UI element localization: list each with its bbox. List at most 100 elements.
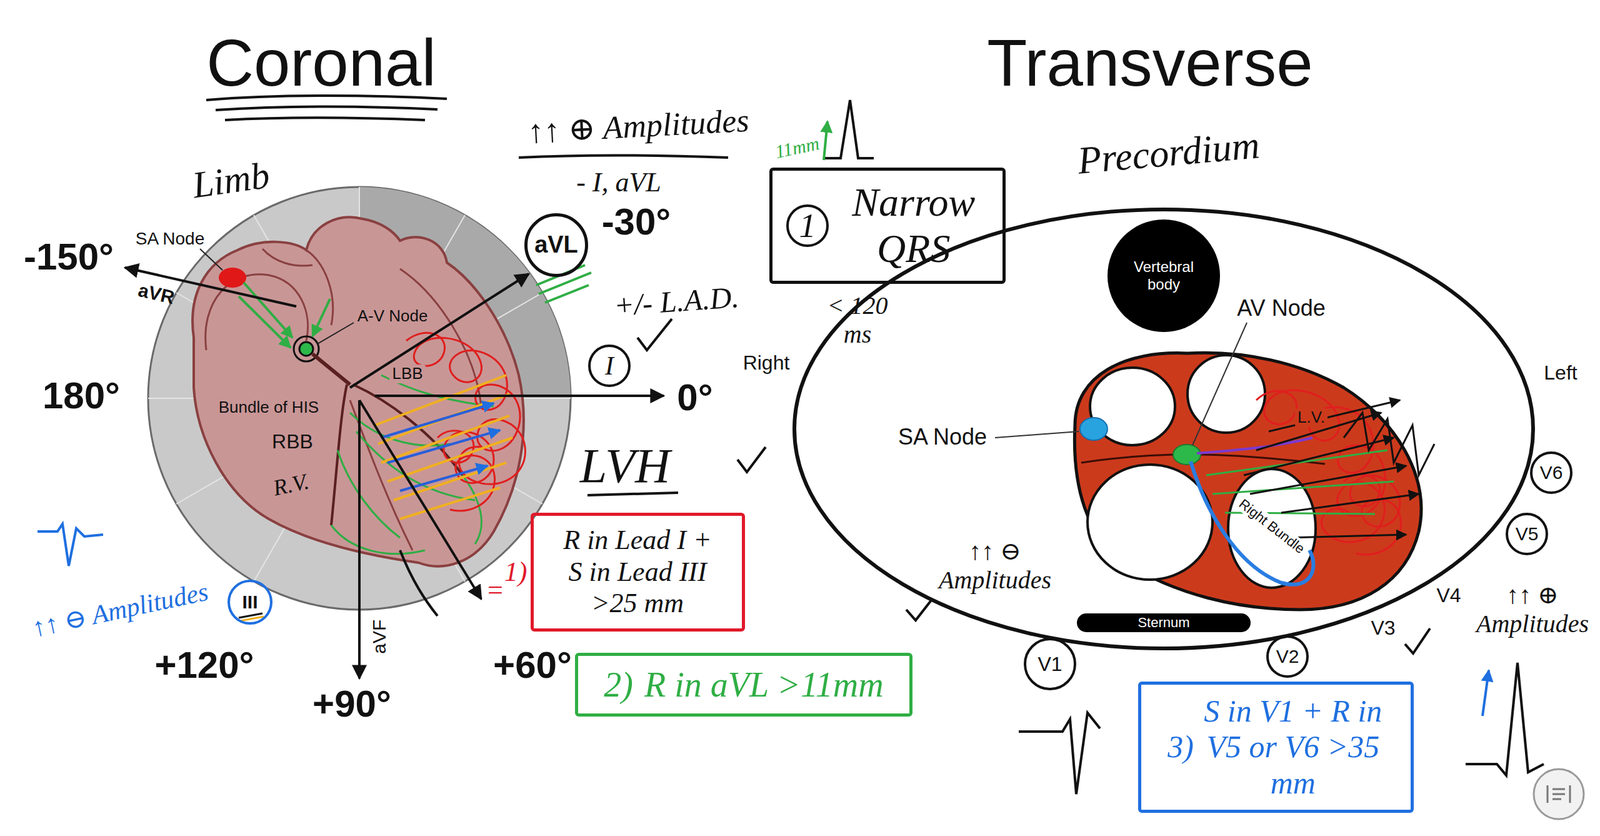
lead-circle: V2 <box>1266 635 1309 678</box>
lv-vectors <box>1206 450 1394 514</box>
handwritten-note: ↑↑ ⊕ Amplitudes <box>526 101 750 151</box>
handwritten-note: ↑↑ ⊕ Amplitudes <box>1473 580 1592 639</box>
node-content: Sternum <box>1137 614 1190 630</box>
criterion-box: R in Lead I + S in Lead III >25 mm1) <box>530 512 745 632</box>
check-mark <box>906 600 932 620</box>
part-label-holder: A-V Node <box>355 306 431 326</box>
part-label: SA Node <box>135 228 205 249</box>
axis-degree: +120° <box>154 643 254 687</box>
lv-vectors <box>381 403 500 491</box>
handwritten-heading: LVH <box>580 437 670 494</box>
av-node <box>1173 444 1201 465</box>
sa-node <box>218 267 247 288</box>
arrow-up <box>823 121 828 160</box>
node-content: R in Lead I + S in Lead III >25 mm <box>558 524 718 620</box>
handwritten-note-holder: < 120 ms <box>820 291 895 349</box>
qrs-sketch <box>1018 712 1100 794</box>
sternum: Sternum <box>1076 613 1251 632</box>
heart-transverse <box>1074 352 1421 610</box>
lead-name: V5 <box>1515 523 1539 545</box>
leader-line <box>1192 322 1247 445</box>
lv-scribble <box>406 332 525 484</box>
lead-name: III <box>241 591 258 614</box>
handwritten-note: < 120 ms <box>820 291 895 349</box>
part-label: RBB <box>269 430 316 454</box>
node-content: V2 <box>1276 645 1300 668</box>
criterion-box: 2)R in aVL >11mm <box>575 652 913 717</box>
underline <box>587 492 679 495</box>
lead-name: aVL <box>534 231 579 259</box>
handwritten-heading: Precordium <box>1076 123 1262 184</box>
lead-circle: V5 <box>1505 512 1549 555</box>
axis-degree-holder: -30° <box>601 200 672 244</box>
part-label: L.V. <box>1295 408 1328 427</box>
node-content: Vertebral body <box>1120 258 1208 293</box>
purkinje <box>331 375 494 554</box>
callout-number: 3) <box>1167 728 1194 765</box>
highlight-scribble <box>536 265 592 303</box>
part-label-holder: L.V. <box>1295 408 1328 427</box>
part-label-holder: AV Node <box>1236 295 1325 321</box>
handwritten-note-holder: ↑↑ ⊕ Amplitudes <box>526 101 750 151</box>
underline <box>518 155 729 158</box>
lead-circle: V1 <box>1023 637 1077 690</box>
node-content: III <box>241 591 258 614</box>
part-label-holder: SA Node <box>898 423 987 450</box>
part-label: A-V Node <box>355 306 431 326</box>
leader-line <box>317 322 354 344</box>
corner-icon <box>1547 785 1570 803</box>
part-label: SA Node <box>898 423 987 450</box>
side-label-holder: Left <box>1543 361 1577 385</box>
handwritten-note-holder: = <box>485 574 505 607</box>
lead-name: V1 <box>1037 652 1062 676</box>
view-heading-holder: Transverse <box>986 25 1313 102</box>
qrs-sketch <box>37 523 104 566</box>
handwritten-note-holder: 11mm <box>773 132 822 164</box>
side-label-holder: Right <box>743 351 790 375</box>
left-bundle <box>1196 437 1313 454</box>
handwritten-note-holder: ↑↑ ⊖ Amplitudes <box>29 576 211 644</box>
axis-degree: 180° <box>42 373 120 417</box>
right-bundle <box>1190 461 1314 585</box>
criterion-text: R in Lead I + S in Lead III >25 mm <box>558 524 718 620</box>
criterion-text: Narrow QRS <box>838 179 989 272</box>
criterion-box: 1Narrow QRS <box>769 167 1006 284</box>
part-label-holder: Bundle of HIS <box>216 398 322 417</box>
node-content: V1 <box>1037 652 1062 676</box>
handwritten-note-holder: ↑↑ ⊕ Amplitudes <box>1473 580 1592 639</box>
handwritten-note: +/- L.A.D. <box>612 279 740 323</box>
lead-name: I <box>605 350 614 381</box>
handwritten-note: ↑↑ ⊖ Amplitudes <box>933 536 1057 595</box>
axis-degree: 0° <box>676 375 713 419</box>
node-content: aVL <box>534 231 579 259</box>
handwritten-note: 11mm <box>773 132 822 164</box>
part-label-holder: RBB <box>269 430 316 454</box>
corner-icon <box>1533 768 1584 819</box>
lead-circle: aVL <box>524 213 589 277</box>
av-groove <box>1081 454 1325 464</box>
criterion-text: S in V1 + R in V5 or V6 >35 mm <box>1202 693 1384 802</box>
handwritten-note-holder: +/- L.A.D. <box>612 279 740 323</box>
vertebral-body: Vertebral body <box>1107 219 1220 332</box>
axis-degree: +90° <box>312 681 392 725</box>
lead-name-holder: aVR <box>136 279 177 309</box>
chest-outline <box>794 209 1534 649</box>
part-label-holder: SA Node <box>135 228 205 249</box>
criterion-text: R in aVL >11mm <box>644 664 884 705</box>
leader-line <box>200 248 223 270</box>
sa-node <box>1080 417 1108 440</box>
qrs-sketch <box>1465 662 1544 775</box>
lead-circle: III <box>227 579 273 625</box>
axis-degree-holder: +120° <box>154 643 254 687</box>
atrial-conduction <box>238 282 330 348</box>
part-label: AV Node <box>1236 295 1325 321</box>
callout-number: 1) <box>504 556 528 589</box>
handwritten-heading: Limb <box>190 153 273 207</box>
callout-number: 1 <box>786 204 829 247</box>
axis-degree-holder: -150° <box>23 235 114 279</box>
axis-degree: -150° <box>23 235 114 279</box>
node-content: V6 <box>1540 461 1564 484</box>
part-label: Vertebral body <box>1120 258 1208 293</box>
heart-chambers <box>1087 355 1316 588</box>
